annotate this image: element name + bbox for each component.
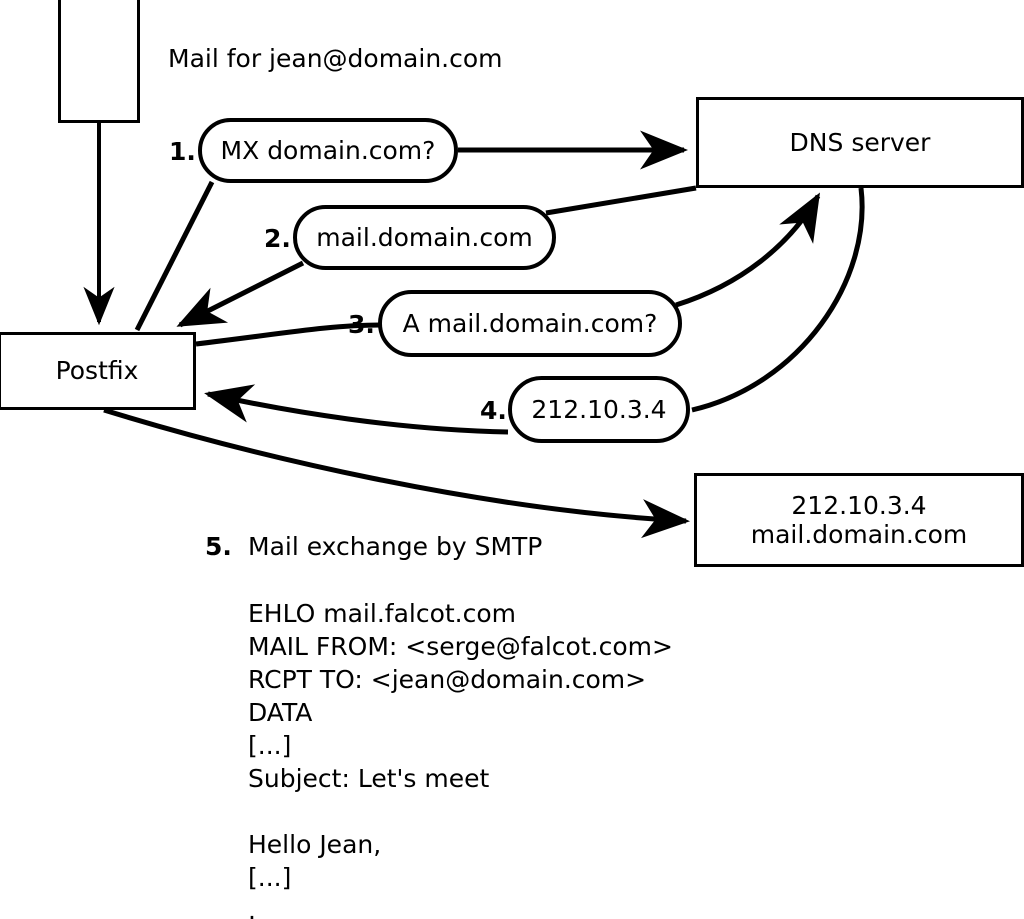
step-4-pill[interactable]: 212.10.3.4 — [508, 376, 690, 443]
smtp-transcript: EHLO mail.falcot.com MAIL FROM: <serge@f… — [248, 599, 673, 919]
step-4-label: 212.10.3.4 — [531, 395, 667, 424]
mail-for-note: Mail for jean@domain.com — [168, 44, 503, 73]
step-3-pill[interactable]: A mail.domain.com? — [378, 290, 682, 357]
step-4-number: 4. — [480, 396, 507, 425]
node-postfix-label: Postfix — [55, 356, 139, 386]
node-dns-server[interactable]: DNS server — [696, 97, 1024, 188]
connector-step4-to-postfix — [204, 384, 509, 435]
step-2-pill[interactable]: mail.domain.com — [293, 205, 556, 270]
node-mail-server-ip: 212.10.3.4 — [791, 490, 927, 520]
connector-dns-to-step4 — [691, 187, 865, 413]
step-2-label: mail.domain.com — [316, 223, 533, 252]
step-3-label: A mail.domain.com? — [402, 309, 658, 338]
node-dns-server-label: DNS server — [789, 127, 931, 157]
node-postfix[interactable]: Postfix — [0, 332, 196, 410]
step-1-label: MX domain.com? — [220, 136, 436, 165]
node-mail-server[interactable]: 212.10.3.4 mail.domain.com — [694, 473, 1024, 567]
step-2-number: 2. — [264, 224, 291, 253]
node-sender[interactable] — [58, 0, 140, 123]
step-1-pill[interactable]: MX domain.com? — [198, 118, 458, 183]
connector-step2-to-postfix — [176, 260, 305, 328]
connector-step3-to-dns — [675, 192, 821, 308]
step-1-number: 1. — [169, 137, 196, 166]
step-3-number: 3. — [348, 310, 375, 339]
node-mail-server-host: mail.domain.com — [750, 520, 968, 549]
connector-postfix-to-step3 — [195, 322, 381, 347]
step-5-label: Mail exchange by SMTP — [248, 532, 543, 561]
connector-postfix-to-step1 — [134, 180, 215, 332]
connector-dns-to-step2 — [545, 185, 697, 216]
step-5-number: 5. — [205, 532, 232, 561]
connector-postfix-to-mailserver — [103, 407, 690, 539]
